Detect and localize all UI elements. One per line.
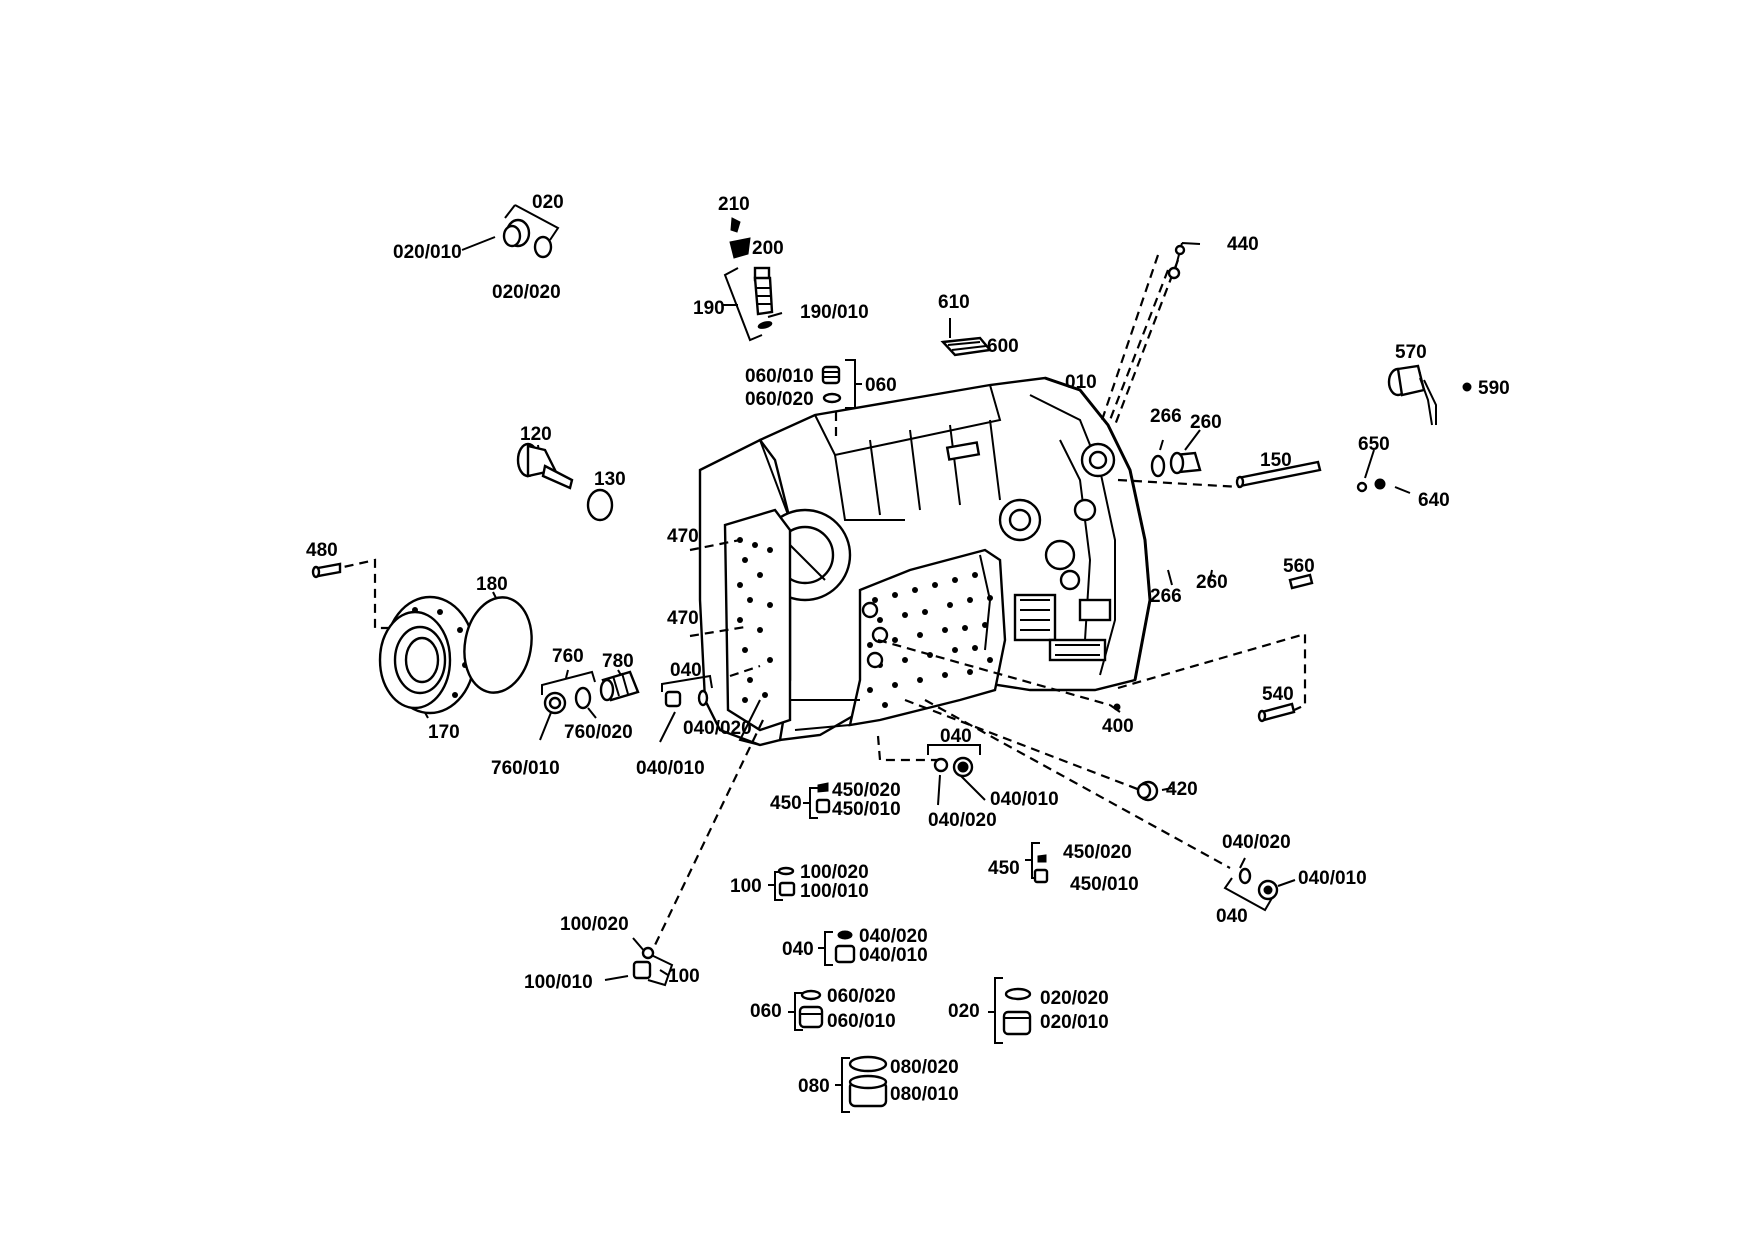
label-060-010: 060/010 [745, 366, 814, 387]
label-570: 570 [1395, 342, 1427, 363]
label-420: 420 [1166, 779, 1198, 800]
label-450-right: 450 [988, 858, 1020, 879]
label-150: 150 [1260, 450, 1292, 471]
label-020-020: 020/020 [492, 282, 561, 303]
label-100-group: 100 [730, 876, 762, 897]
label-040-center: 040 [940, 726, 972, 747]
part-labels: 020 020/010 020/020 210 200 190 190/010 … [306, 192, 1510, 1105]
label-780: 780 [602, 651, 634, 672]
label-650: 650 [1358, 434, 1390, 455]
label-040-020-left: 040/020 [683, 718, 752, 739]
label-190: 190 [693, 298, 725, 319]
label-450-010-left: 450/010 [832, 799, 901, 820]
label-060-010-group: 060/010 [827, 1011, 896, 1032]
label-266-upper: 266 [1150, 406, 1182, 427]
label-020-020-group: 020/020 [1040, 988, 1109, 1009]
label-040-right: 040 [1216, 906, 1248, 927]
plug-020-010 [502, 218, 553, 259]
label-260-upper: 260 [1190, 412, 1222, 433]
label-020-010-group: 020/010 [1040, 1012, 1109, 1033]
label-100: 100 [668, 966, 700, 987]
transmission-housing [698, 376, 1152, 747]
label-560: 560 [1283, 556, 1315, 577]
label-210: 210 [718, 194, 750, 215]
label-540: 540 [1262, 684, 1294, 705]
label-100-020-group: 100/020 [800, 862, 869, 883]
label-450-010-right: 450/010 [1070, 874, 1139, 895]
sensor-190 [729, 217, 774, 329]
label-266-lower: 266 [1150, 586, 1182, 607]
label-080-020-group: 080/020 [890, 1057, 959, 1078]
label-470-upper: 470 [667, 526, 699, 547]
parts [311, 217, 1472, 1108]
flange-170 [378, 595, 477, 715]
label-040-010-left: 040/010 [636, 758, 705, 779]
label-060-020-group: 060/020 [827, 986, 896, 1007]
label-610: 610 [938, 292, 970, 313]
label-450-020-right: 450/020 [1063, 842, 1132, 863]
label-760: 760 [552, 646, 584, 667]
label-130: 130 [594, 469, 626, 490]
label-060: 060 [865, 375, 897, 396]
label-040-020-center: 040/020 [928, 810, 997, 831]
label-020-010: 020/010 [393, 242, 462, 263]
label-260-lower: 260 [1196, 572, 1228, 593]
label-170: 170 [428, 722, 460, 743]
plug-060 [821, 365, 842, 404]
label-760-020: 760/020 [564, 722, 633, 743]
label-450-020-left: 450/020 [832, 780, 901, 801]
label-640: 640 [1418, 490, 1450, 511]
label-010: 010 [1065, 372, 1097, 393]
valve-body-holes [737, 537, 993, 708]
label-600: 600 [987, 336, 1019, 357]
label-440: 440 [1227, 234, 1259, 255]
label-040-020-group: 040/020 [859, 926, 928, 947]
label-060-group: 060 [750, 1001, 782, 1022]
label-040-left: 040 [670, 660, 702, 681]
label-760-010: 760/010 [491, 758, 560, 779]
label-100-010: 100/010 [524, 972, 593, 993]
label-480: 480 [306, 540, 338, 561]
label-080-group: 080 [798, 1076, 830, 1097]
label-040-010-center: 040/010 [990, 789, 1059, 810]
label-080-010-group: 080/010 [890, 1084, 959, 1105]
label-590: 590 [1478, 378, 1510, 399]
shaft-120 [516, 442, 574, 490]
label-040-010-group: 040/010 [859, 945, 928, 966]
label-040-010-right: 040/010 [1298, 868, 1367, 889]
label-470-lower: 470 [667, 608, 699, 629]
label-100-010-group: 100/010 [800, 881, 869, 902]
label-450-left: 450 [770, 793, 802, 814]
label-180: 180 [476, 574, 508, 595]
label-400: 400 [1102, 716, 1134, 737]
label-040-group: 040 [782, 939, 814, 960]
label-020-group: 020 [948, 1001, 980, 1022]
label-060-020: 060/020 [745, 389, 814, 410]
label-120: 120 [520, 424, 552, 445]
label-200: 200 [752, 238, 784, 259]
label-100-020: 100/020 [560, 914, 629, 935]
breather-570 [1387, 364, 1472, 426]
label-190-010: 190/010 [800, 302, 869, 323]
label-020: 020 [532, 192, 564, 213]
label-040-020-right: 040/020 [1222, 832, 1291, 853]
